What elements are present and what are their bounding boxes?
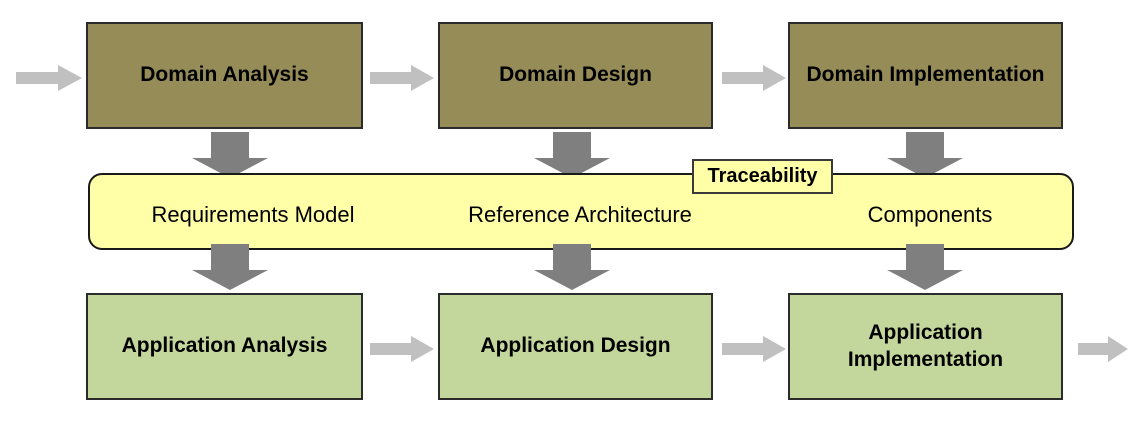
artifact-components: Components — [867, 202, 993, 227]
artifact-reference-architecture: Reference Architecture — [468, 202, 692, 227]
box-application-design-label: Application Design — [480, 334, 671, 358]
artifact-band — [88, 173, 1074, 250]
box-application-implementation[interactable]: Application Implementation — [788, 293, 1063, 400]
derive-arrow-architecture-to-app-design — [534, 244, 610, 290]
flow-arrow-app-analysis-to-design — [370, 336, 434, 362]
box-application-implementation-label: Application Implementation — [847, 321, 1004, 371]
box-domain-design[interactable]: Domain Design — [438, 22, 713, 129]
derive-arrow-components-to-app-implementation — [887, 244, 963, 290]
artifact-requirements-model: Requirements Model — [151, 202, 355, 227]
flow-arrow-domain-design-to-implementation — [722, 65, 786, 91]
box-domain-implementation[interactable]: Domain Implementation — [788, 22, 1063, 129]
derive-arrow-implementation-to-components — [887, 132, 963, 178]
flow-arrow-app-design-to-implementation — [722, 336, 786, 362]
box-domain-analysis[interactable]: Domain Analysis — [86, 22, 363, 129]
flow-arrow-exit-application — [1078, 336, 1128, 362]
flow-arrow-domain-analysis-to-design — [370, 65, 434, 91]
box-domain-analysis-label: Domain Analysis — [140, 63, 309, 87]
derive-arrow-analysis-to-requirements — [192, 132, 268, 178]
box-application-analysis-label: Application Analysis — [121, 334, 328, 358]
box-application-analysis[interactable]: Application Analysis — [86, 293, 363, 400]
box-domain-implementation-label: Domain Implementation — [806, 63, 1045, 87]
traceability-badge[interactable]: Traceability — [692, 159, 833, 194]
flow-arrow-entry-domain — [16, 65, 82, 91]
box-application-design[interactable]: Application Design — [438, 293, 713, 400]
derive-arrow-requirements-to-app-analysis — [192, 244, 268, 290]
derive-arrow-design-to-architecture — [534, 132, 610, 178]
box-domain-design-label: Domain Design — [499, 63, 652, 87]
